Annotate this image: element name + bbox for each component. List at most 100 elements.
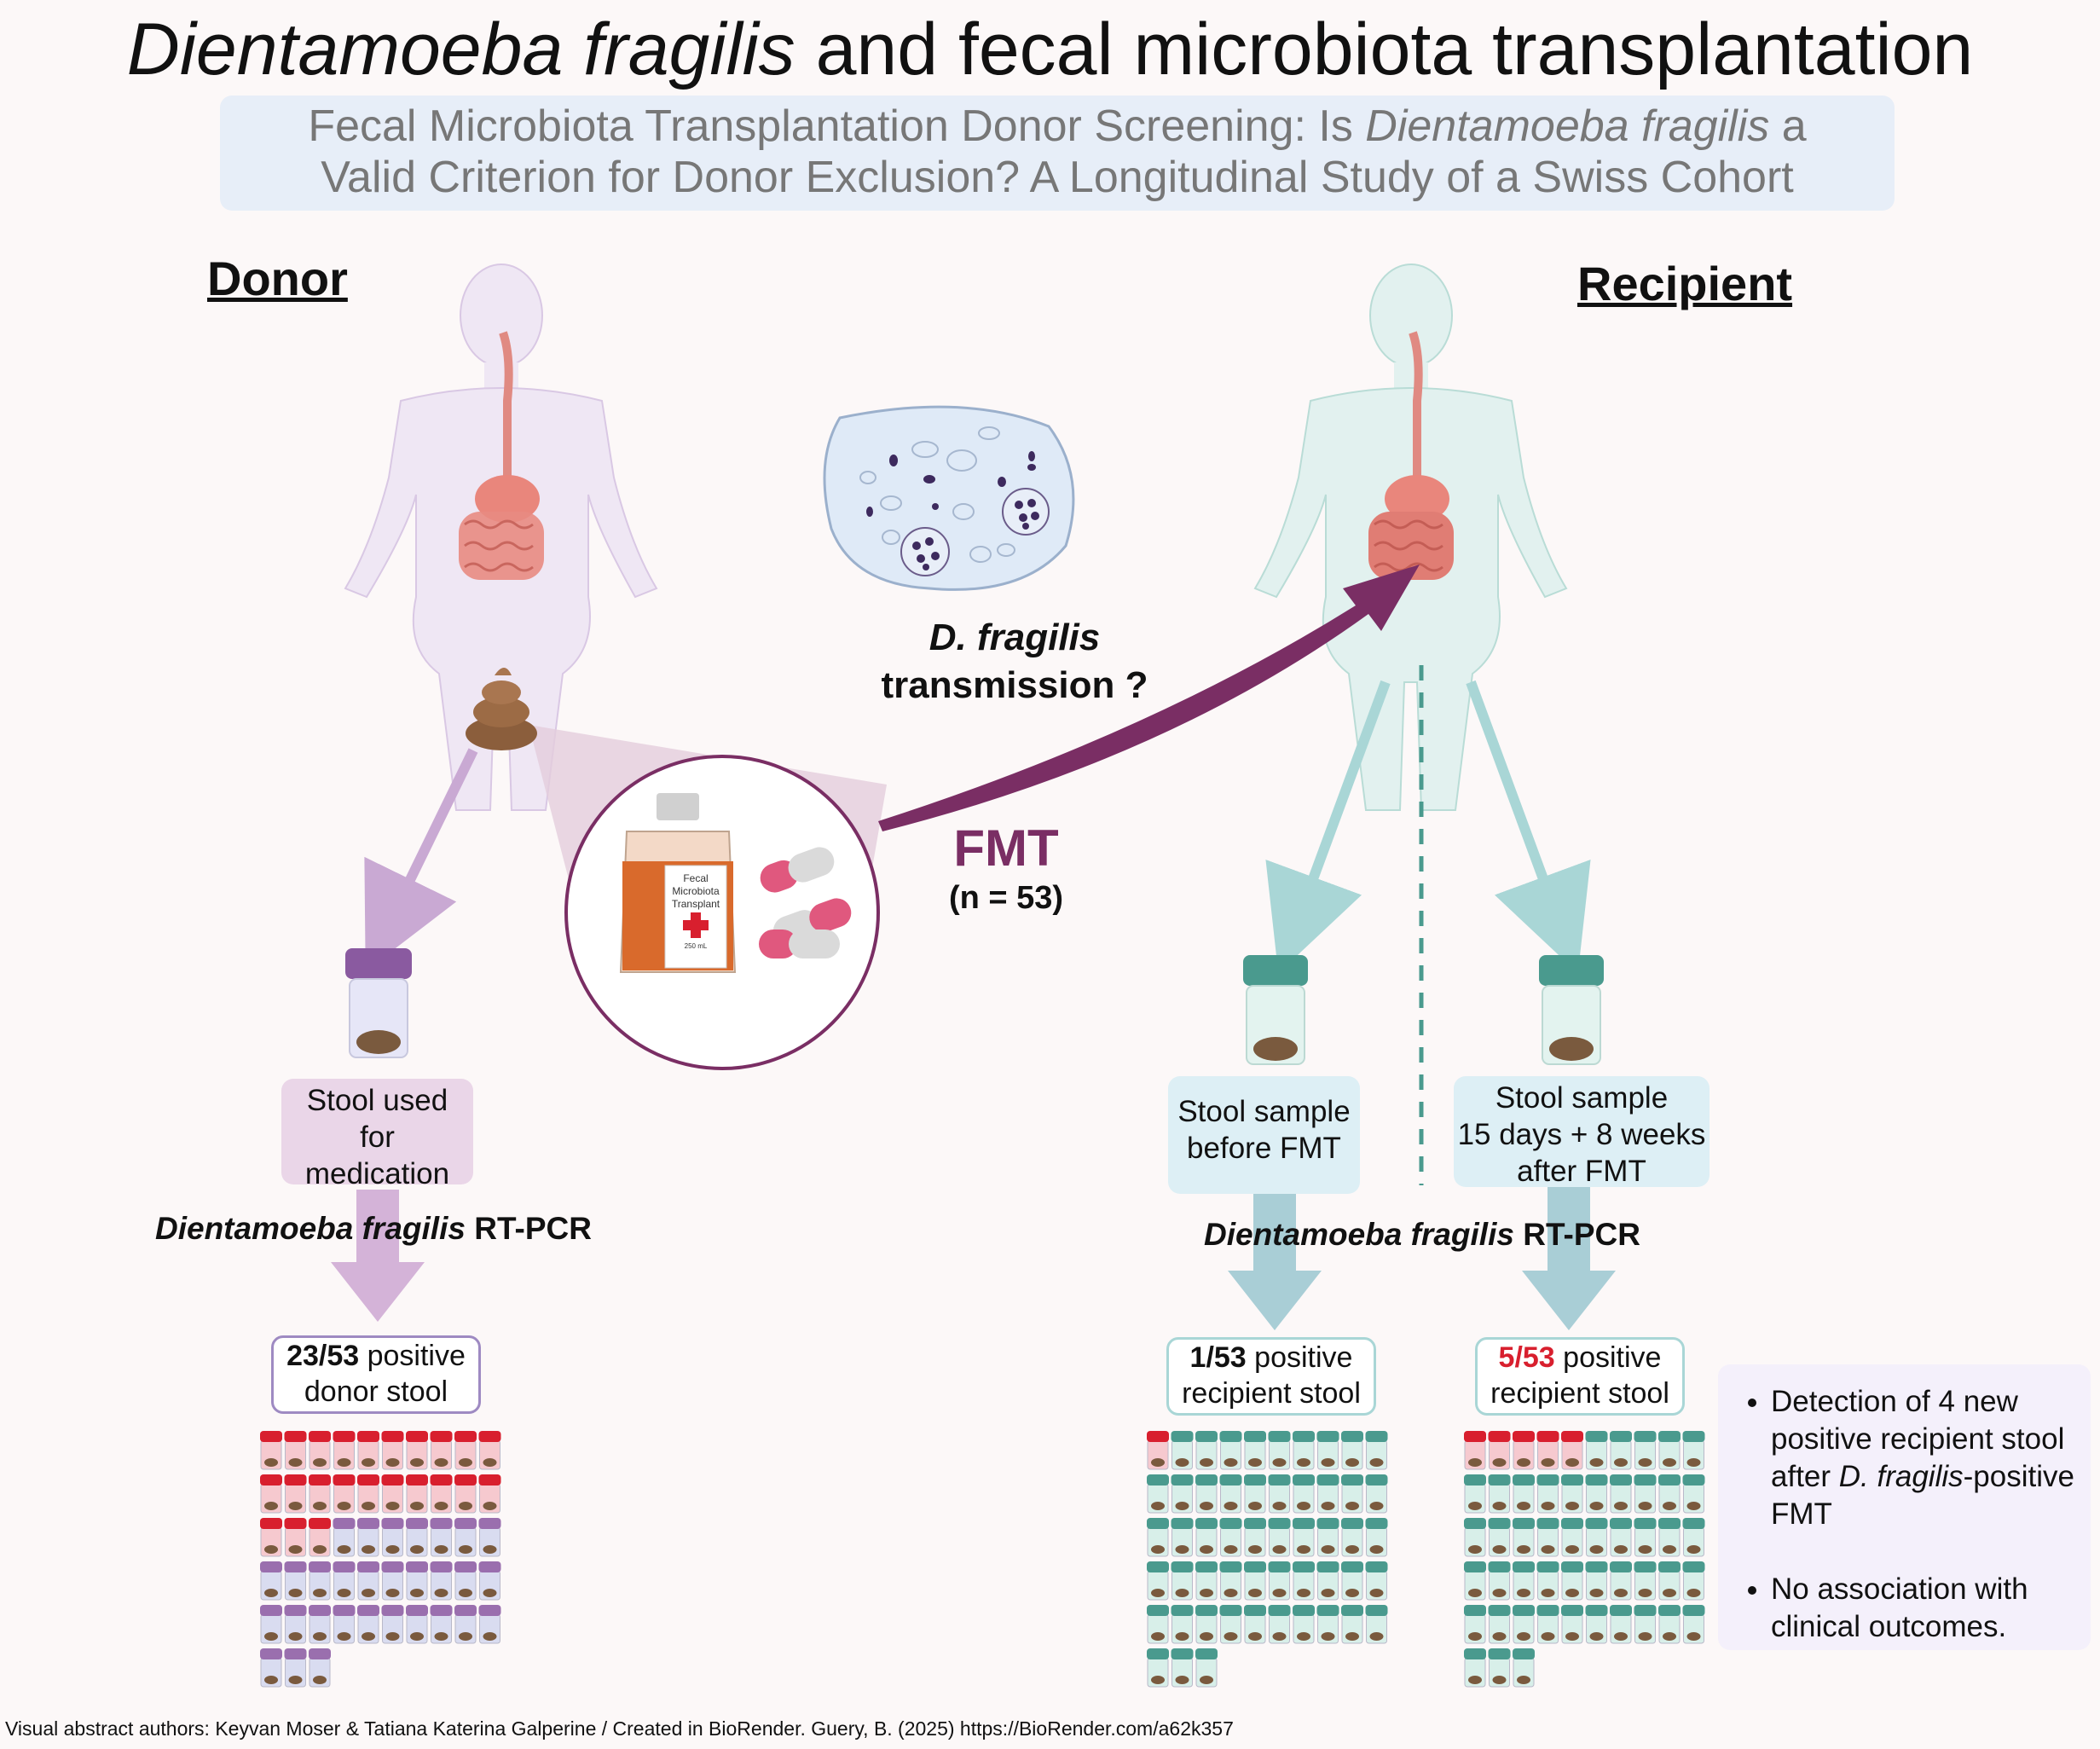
negative-stool-jar — [1561, 1518, 1583, 1557]
positive-stool-jar — [478, 1474, 501, 1514]
positive-stool-jar — [430, 1474, 453, 1514]
fmt-count: (n = 53) — [948, 880, 1064, 916]
finding-1: Detection of 4 new positive recipient st… — [1771, 1383, 2091, 1533]
negative-stool-jar — [1244, 1605, 1266, 1644]
negative-stool-jar — [1293, 1561, 1315, 1601]
negative-stool-jar — [1682, 1474, 1705, 1514]
negative-stool-jar — [478, 1561, 501, 1601]
findings-box: Detection of 4 new positive recipient st… — [1718, 1364, 2091, 1650]
negative-stool-jar — [1658, 1605, 1681, 1644]
negative-stool-jar — [1316, 1431, 1339, 1470]
after-jar-grid — [1464, 1431, 1705, 1688]
negative-stool-jar — [1219, 1561, 1242, 1601]
before-jar-grid — [1147, 1431, 1388, 1688]
positive-stool-jar — [357, 1474, 379, 1514]
negative-stool-jar — [1268, 1518, 1291, 1557]
negative-stool-jar — [260, 1648, 282, 1688]
negative-stool-jar — [1585, 1474, 1608, 1514]
donor-arrow — [364, 748, 478, 971]
negative-stool-jar — [454, 1605, 477, 1644]
positive-stool-jar — [406, 1474, 428, 1514]
negative-stool-jar — [309, 1648, 331, 1688]
negative-stool-jar — [1219, 1431, 1242, 1470]
negative-stool-jar — [1147, 1518, 1169, 1557]
negative-stool-jar — [406, 1605, 428, 1644]
positive-stool-jar — [454, 1431, 477, 1470]
negative-stool-jar — [357, 1561, 379, 1601]
negative-stool-jar — [454, 1561, 477, 1601]
positive-stool-jar — [333, 1474, 356, 1514]
negative-stool-jar — [260, 1561, 282, 1601]
negative-stool-jar — [1610, 1431, 1632, 1470]
negative-stool-jar — [406, 1518, 428, 1557]
negative-stool-jar — [1610, 1474, 1632, 1514]
negative-stool-jar — [1219, 1474, 1242, 1514]
negative-stool-jar — [1195, 1561, 1218, 1601]
negative-stool-jar — [406, 1561, 428, 1601]
bottle-label-2: Microbiota — [672, 885, 720, 897]
negative-stool-jar — [1195, 1474, 1218, 1514]
negative-stool-jar — [1147, 1561, 1169, 1601]
negative-stool-jar — [1171, 1561, 1194, 1601]
negative-stool-jar — [1219, 1605, 1242, 1644]
negative-stool-jar — [1268, 1474, 1291, 1514]
negative-stool-jar — [1316, 1518, 1339, 1557]
negative-stool-jar — [1682, 1431, 1705, 1470]
bottle-label-1: Fecal — [683, 872, 708, 884]
negative-stool-jar — [1244, 1431, 1266, 1470]
donor-jar-icon — [345, 948, 412, 1058]
negative-stool-jar — [1341, 1605, 1363, 1644]
negative-stool-jar — [1171, 1474, 1194, 1514]
negative-stool-jar — [1316, 1605, 1339, 1644]
bottle-label-3: Transplant — [672, 898, 720, 910]
negative-stool-jar — [1561, 1474, 1583, 1514]
negative-stool-jar — [381, 1561, 404, 1601]
negative-stool-jar — [309, 1561, 331, 1601]
negative-stool-jar — [1293, 1605, 1315, 1644]
negative-stool-jar — [430, 1605, 453, 1644]
negative-stool-jar — [1464, 1605, 1486, 1644]
negative-stool-jar — [1513, 1648, 1535, 1688]
negative-stool-jar — [333, 1605, 356, 1644]
negative-stool-jar — [1147, 1474, 1169, 1514]
negative-stool-jar — [1171, 1648, 1194, 1688]
positive-stool-jar — [454, 1474, 477, 1514]
negative-stool-jar — [430, 1561, 453, 1601]
negative-stool-jar — [1561, 1561, 1583, 1601]
positive-stool-jar — [309, 1474, 331, 1514]
positive-stool-jar — [260, 1474, 282, 1514]
negative-stool-jar — [1488, 1518, 1511, 1557]
positive-stool-jar — [284, 1474, 307, 1514]
negative-stool-jar — [1610, 1605, 1632, 1644]
negative-stool-jar — [1244, 1561, 1266, 1601]
negative-stool-jar — [1488, 1605, 1511, 1644]
negative-stool-jar — [1341, 1561, 1363, 1601]
positive-stool-jar — [309, 1518, 331, 1557]
negative-stool-jar — [1244, 1474, 1266, 1514]
after-pcr-arrow — [1522, 1185, 1616, 1330]
negative-stool-jar — [1464, 1648, 1486, 1688]
negative-stool-jar — [1244, 1518, 1266, 1557]
negative-stool-jar — [1488, 1648, 1511, 1688]
negative-stool-jar — [1293, 1431, 1315, 1470]
capsule-icons — [759, 847, 852, 958]
donor-pcr-label: Dientamoeba fragilis RT-PCR — [155, 1211, 592, 1246]
negative-stool-jar — [1341, 1518, 1363, 1557]
negative-stool-jar — [1634, 1518, 1657, 1557]
negative-stool-jar — [1464, 1561, 1486, 1601]
positive-stool-jar — [260, 1518, 282, 1557]
donor-body-icon — [344, 264, 658, 811]
negative-stool-jar — [1513, 1605, 1535, 1644]
positive-stool-jar — [309, 1431, 331, 1470]
negative-stool-jar — [333, 1561, 356, 1601]
negative-stool-jar — [1365, 1561, 1388, 1601]
negative-stool-jar — [381, 1518, 404, 1557]
negative-stool-jar — [1682, 1605, 1705, 1644]
stool-icon — [466, 668, 537, 750]
fmt-bottle-icon: Fecal Microbiota Transplant 250 mL — [619, 793, 737, 973]
bottle-volume: 250 mL — [685, 942, 708, 950]
